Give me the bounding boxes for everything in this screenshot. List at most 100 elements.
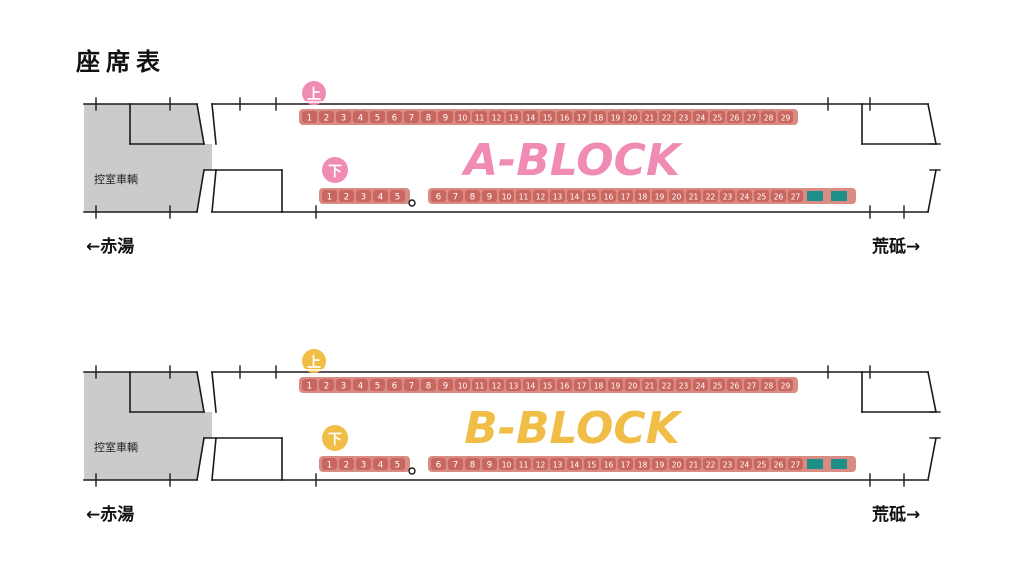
seat-box bbox=[601, 458, 616, 470]
seat-number: 9 bbox=[443, 382, 448, 392]
seat-box bbox=[574, 379, 589, 391]
seat-number: 5 bbox=[375, 114, 380, 124]
lower-seat-27: 27 bbox=[788, 458, 803, 470]
lower-seat-25: 25 bbox=[754, 458, 769, 470]
lower-seat-12: 12 bbox=[533, 190, 548, 202]
seat-number: 7 bbox=[409, 382, 414, 392]
upper-seat-21: 21 bbox=[642, 379, 657, 391]
upper-seat-10: 10 bbox=[455, 379, 470, 391]
seat-number: 26 bbox=[774, 461, 784, 470]
seat-box bbox=[557, 379, 572, 391]
upper-seat-15: 15 bbox=[540, 111, 555, 123]
block-b-left-direction: ←赤湯 bbox=[86, 505, 135, 525]
seat-box bbox=[370, 111, 385, 123]
upper-seat-1: 1 bbox=[302, 379, 317, 392]
upper-seat-6: 6 bbox=[387, 379, 402, 392]
seat-box bbox=[567, 458, 582, 470]
upper-seat-4: 4 bbox=[353, 379, 368, 392]
seat-number: 12 bbox=[536, 461, 546, 470]
seat-box bbox=[771, 458, 786, 470]
upper-seat-2: 2 bbox=[319, 379, 334, 392]
upper-seat-15: 15 bbox=[540, 379, 555, 391]
seat-number: 23 bbox=[723, 193, 733, 202]
seat-box bbox=[550, 190, 565, 202]
seat-number: 21 bbox=[645, 382, 655, 391]
upper-seat-22: 22 bbox=[659, 111, 674, 123]
lower-seat-10: 10 bbox=[499, 190, 514, 202]
upper-seat-23: 23 bbox=[676, 111, 691, 123]
seat-number: 20 bbox=[672, 193, 682, 202]
seat-number: 7 bbox=[409, 114, 414, 124]
seat-number: 14 bbox=[526, 114, 536, 123]
seat-box bbox=[710, 111, 725, 123]
seat-box bbox=[356, 190, 371, 202]
seat-box bbox=[618, 190, 633, 202]
lower-seat-25: 25 bbox=[754, 190, 769, 202]
lower-seat-12: 12 bbox=[533, 458, 548, 470]
lower-seat-6: 6 bbox=[431, 190, 446, 203]
seat-box bbox=[686, 458, 701, 470]
door-marker bbox=[408, 199, 416, 207]
seat-number: 15 bbox=[587, 193, 597, 202]
lower-seat-9: 9 bbox=[482, 190, 497, 203]
seat-number: 20 bbox=[672, 461, 682, 470]
car-outline-line bbox=[927, 169, 937, 213]
seat-box bbox=[642, 379, 657, 391]
seat-number: 3 bbox=[341, 114, 346, 124]
seat-box bbox=[737, 190, 752, 202]
upper-seat-24: 24 bbox=[693, 111, 708, 123]
upper-seat-4: 4 bbox=[353, 111, 368, 124]
car-outline-line bbox=[927, 371, 937, 413]
seat-box bbox=[482, 190, 497, 202]
lower-seat-18: 18 bbox=[635, 458, 650, 470]
upper-seat-29: 29 bbox=[778, 111, 793, 123]
seat-number: 15 bbox=[543, 382, 553, 391]
block-name: B-BLOCK bbox=[464, 403, 683, 454]
seat-box bbox=[339, 190, 354, 202]
seat-number: 14 bbox=[570, 193, 580, 202]
seat-box bbox=[625, 379, 640, 391]
seat-number: 17 bbox=[577, 382, 587, 391]
seat-number: 6 bbox=[392, 114, 397, 124]
seat-box bbox=[676, 379, 691, 391]
lower-seat-1: 1 bbox=[322, 458, 337, 471]
wheelchair-space bbox=[831, 459, 847, 469]
seat-box bbox=[540, 111, 555, 123]
upper-seat-10: 10 bbox=[455, 111, 470, 123]
seat-number: 29 bbox=[781, 382, 791, 391]
seat-box bbox=[489, 379, 504, 391]
seat-box bbox=[533, 190, 548, 202]
seat-box bbox=[353, 111, 368, 123]
seat-number: 13 bbox=[509, 114, 519, 123]
upper-seat-12: 12 bbox=[489, 111, 504, 123]
seat-box bbox=[373, 190, 388, 202]
seat-number: 6 bbox=[392, 382, 397, 392]
seat-number: 10 bbox=[458, 382, 468, 391]
seat-number: 13 bbox=[553, 461, 563, 470]
seat-number: 26 bbox=[774, 193, 784, 202]
lower-seat-14: 14 bbox=[567, 190, 582, 202]
seat-number: 8 bbox=[470, 461, 475, 471]
seat-number: 17 bbox=[621, 461, 631, 470]
cab-area bbox=[84, 104, 212, 212]
lower-seat-10: 10 bbox=[499, 458, 514, 470]
upper-seat-11: 11 bbox=[472, 111, 487, 123]
upper-seat-1: 1 bbox=[302, 111, 317, 124]
seat-box bbox=[618, 458, 633, 470]
seat-number: 12 bbox=[492, 382, 502, 391]
seat-box bbox=[533, 458, 548, 470]
seat-number: 10 bbox=[502, 461, 512, 470]
upper-seat-6: 6 bbox=[387, 111, 402, 124]
seat-number: 9 bbox=[487, 461, 492, 471]
seat-number: 11 bbox=[519, 193, 529, 202]
seat-box bbox=[516, 458, 531, 470]
seat-number: 4 bbox=[358, 382, 363, 392]
seat-box bbox=[720, 458, 735, 470]
seat-box bbox=[761, 379, 776, 391]
seat-box bbox=[635, 190, 650, 202]
seat-box bbox=[703, 458, 718, 470]
seat-number: 15 bbox=[543, 114, 553, 123]
lower-seat-17: 17 bbox=[618, 458, 633, 470]
seat-box bbox=[652, 190, 667, 202]
